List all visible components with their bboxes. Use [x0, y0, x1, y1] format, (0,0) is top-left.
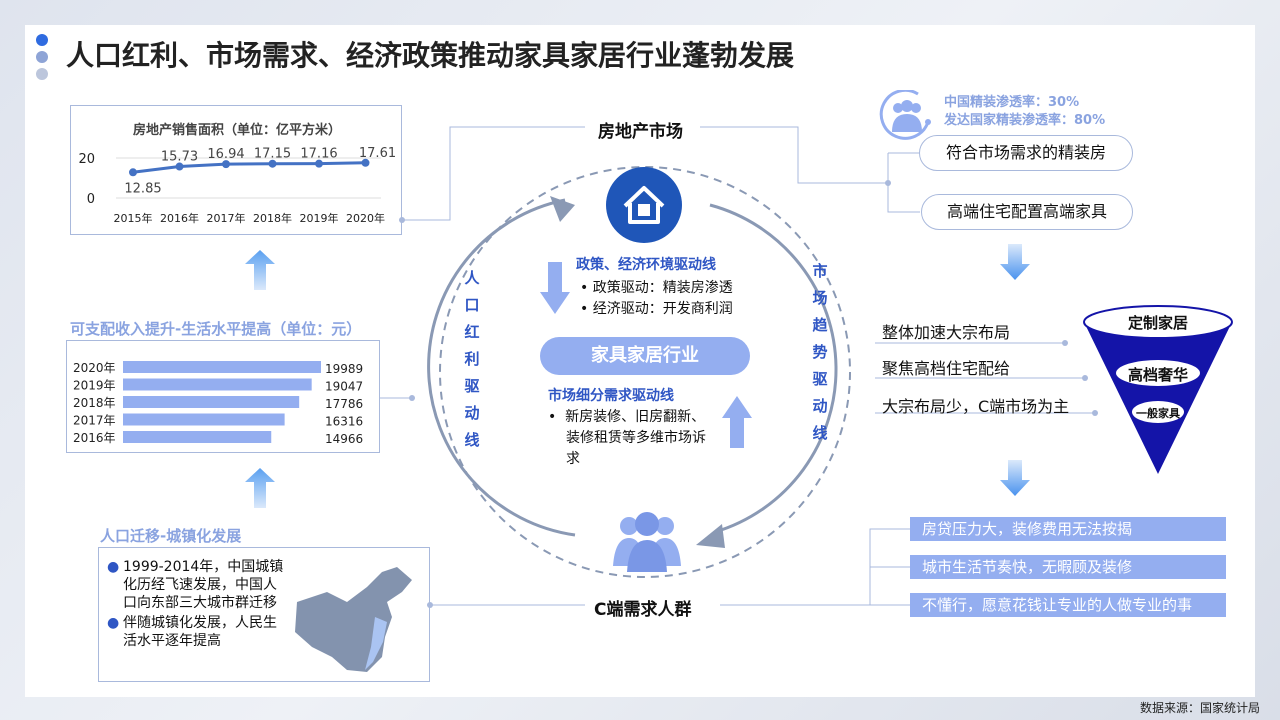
x-tick-label: 2020年: [346, 211, 385, 225]
down-arrow-icon: [1000, 460, 1030, 496]
chart-title: 房地产销售面积（单位：亿平方米）: [133, 122, 341, 138]
data-label: 15.73: [161, 150, 198, 165]
down-arrow-icon: [1000, 244, 1030, 280]
category-label: 2016年: [73, 431, 116, 445]
value-label: 19047: [325, 380, 363, 394]
funnel-bottom: 一般家具: [1136, 407, 1180, 420]
market-title: 市场细分需求驱动线: [548, 388, 674, 404]
trend-line-3: 大宗布局少，C端市场为主: [882, 397, 1070, 416]
bar: [123, 396, 300, 408]
bar: [123, 413, 285, 426]
data-label: 16.94: [207, 147, 244, 162]
y-tick-label: 0: [87, 192, 95, 207]
data-label: 17.61: [359, 146, 396, 161]
trend-line-1: 整体加速大宗布局: [882, 323, 1011, 342]
bar: [123, 361, 321, 373]
pill-high-end: 高端住宅配置高端家具: [921, 194, 1133, 230]
people-ring-icon: [879, 90, 931, 140]
people-icon: [613, 512, 681, 572]
real-estate-label: 房地产市场: [598, 122, 683, 142]
up-arrow-icon: [245, 468, 275, 508]
data-point: [222, 160, 230, 169]
reason-item: 不懂行，愿意花钱让专业的人做专业的事: [910, 593, 1226, 617]
data-label: 17.15: [254, 147, 291, 162]
data-point: [361, 158, 370, 167]
down-arrow-icon: [540, 262, 570, 314]
funnel-graphic: [1083, 305, 1233, 474]
house-icon: [606, 167, 682, 243]
category-label: 2017年: [73, 414, 116, 428]
x-tick-label: 2019年: [300, 211, 339, 225]
bullet-dot: [36, 68, 48, 80]
value-label: 14966: [325, 432, 363, 446]
up-arrow-icon: [245, 250, 275, 290]
line-series: [132, 161, 366, 174]
x-tick-label: 2016年: [160, 211, 199, 225]
category-label: 2020年: [73, 361, 116, 375]
category-label: 2018年: [73, 396, 116, 410]
migration-box: ●1999-2014年，中国城镇化历经飞速发展，中国人口向东部三大城市群迁移 ●…: [98, 547, 430, 682]
value-label: 17786: [325, 397, 363, 411]
page-title: 人口红利、市场需求、经济政策推动家具家居行业蓬勃发展: [66, 39, 795, 72]
migration-title: 人口迁移-城镇化发展: [100, 527, 242, 545]
reason-item: 房贷压力大，装修费用无法按揭: [910, 517, 1226, 541]
x-tick-label: 2017年: [207, 211, 246, 225]
y-tick-label: 20: [78, 152, 95, 167]
policy-title: 政策、经济环境驱动线: [576, 257, 716, 273]
right-arc-label: 市场趋势驱动线: [812, 262, 828, 442]
bar: [123, 431, 272, 443]
bar-chart: 2020年 19989 2019年 19047 2018年 17786 2017年 16316…: [73, 361, 363, 446]
data-point: [129, 168, 137, 177]
value-label: 16316: [325, 415, 363, 429]
data-source: 数据来源：国家统计局: [1139, 701, 1260, 715]
data-label: 17.16: [300, 147, 337, 162]
trend-line-2: 聚焦高档住宅配给: [882, 359, 1011, 378]
data-point: [268, 159, 277, 168]
bar-chart-title: 可支配收入提升-生活水平提高（单位：元）: [70, 320, 362, 338]
data-point: [315, 159, 323, 168]
line-chart-box: 房地产销售面积（单位：亿平方米） 0 20 12.85 2015年 15.73 2016年 1…: [70, 105, 402, 235]
consumers-label: C端需求人群: [590, 595, 696, 620]
x-tick-label: 2018年: [253, 211, 292, 225]
line-chart: 房地产销售面积（单位：亿平方米） 0 20 12.85 2015年 15.73 2016年 1…: [78, 122, 396, 225]
data-label: 12.85: [124, 181, 161, 196]
penetration-rates: 中国精装渗透率：30%发达国家精装渗透率：80%: [944, 95, 1106, 128]
funnel-top: 定制家居: [1127, 314, 1188, 332]
industry-badge: 家具家居行业: [540, 337, 750, 375]
bullet-dot: [36, 51, 48, 63]
funnel-mid: 高档奢华: [1127, 366, 1188, 384]
value-label: 19989: [325, 362, 363, 376]
bar-chart-box: 2020年 19989 2019年 19047 2018年 17786 2017年 16316…: [66, 340, 380, 453]
x-tick-label: 2015年: [114, 211, 153, 225]
bullet-dot: [36, 34, 48, 46]
pill-fine-decoration: 符合市场需求的精装房: [919, 135, 1133, 171]
left-arc-label: 人口红利驱动线: [464, 269, 480, 449]
data-point: [175, 162, 184, 171]
bullet-item: ●伴随城镇化发展，人民生活水平逐年提高: [107, 615, 277, 649]
bar: [123, 378, 312, 391]
reason-item: 城市生活节奏快，无暇顾及装修: [910, 555, 1226, 579]
bullet-item: ●1999-2014年，中国城镇化历经飞速发展，中国人口向东部三大城市群迁移: [107, 559, 284, 611]
market-list: • 新房装修、旧房翻新、装修租赁等多维市场诉求: [548, 409, 706, 467]
up-arrow-icon: [722, 396, 752, 448]
policy-list: • 政策驱动：精装房渗透• 经济驱动：开发商利润: [580, 280, 733, 317]
china-map-icon: [295, 567, 412, 672]
category-label: 2019年: [73, 379, 116, 393]
